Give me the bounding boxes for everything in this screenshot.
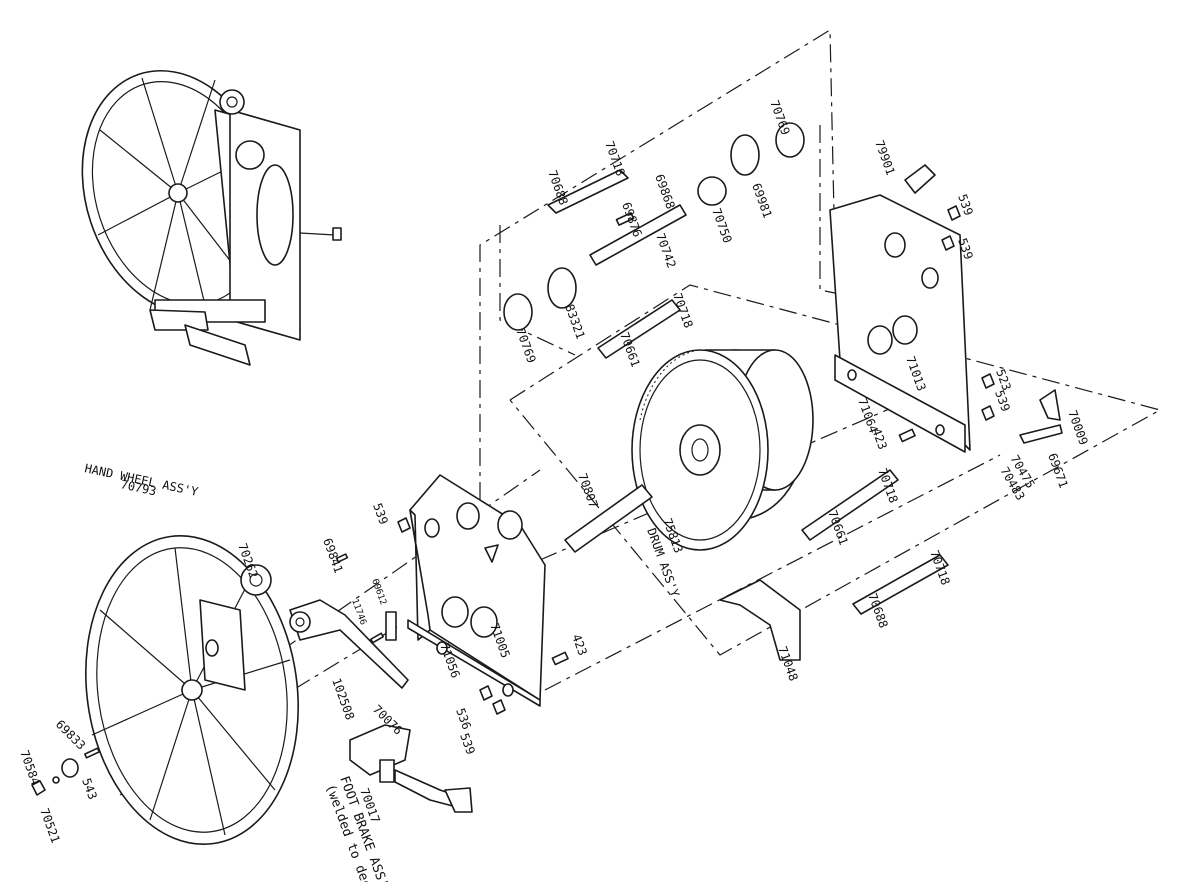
hand-wheel bbox=[85, 535, 299, 845]
right-side-frame bbox=[829, 164, 1063, 453]
label-70718-top: 70718 bbox=[602, 139, 628, 178]
label-70742: 70742 bbox=[653, 231, 679, 270]
label-70584: 70584 bbox=[17, 748, 43, 787]
label-423-right: 423 bbox=[869, 426, 890, 451]
label-423-left: 423 bbox=[569, 632, 590, 657]
label-69671: 69671 bbox=[1045, 451, 1071, 490]
label-70521: 70521 bbox=[37, 806, 63, 845]
label-536: 536 bbox=[453, 706, 474, 731]
label-539-right-top: 539 bbox=[955, 192, 976, 217]
label-70769-left: 70769 bbox=[513, 326, 539, 365]
label-69833: 69833 bbox=[53, 717, 88, 752]
label-70807: 70807 bbox=[575, 471, 601, 510]
drum-assembly bbox=[631, 349, 814, 551]
shafts bbox=[547, 169, 949, 615]
label-69612: 69612 bbox=[369, 578, 388, 607]
label-83321: 83321 bbox=[562, 302, 588, 341]
label-70769-top: 70769 bbox=[767, 98, 793, 137]
label-69981: 69981 bbox=[749, 181, 775, 220]
hand-wheel-hardware bbox=[31, 747, 100, 796]
label-70750: 70750 bbox=[709, 206, 735, 245]
left-side-frame bbox=[397, 474, 569, 715]
bracket-71048 bbox=[719, 579, 801, 661]
foot-brake bbox=[349, 724, 473, 813]
label-70688-top: 70688 bbox=[545, 168, 571, 207]
assembled-winch-view bbox=[81, 69, 342, 366]
upper-gear-train bbox=[503, 122, 805, 331]
label-102508: 102508 bbox=[329, 676, 357, 722]
label-70009: 70009 bbox=[1065, 408, 1091, 447]
label-539-left-top: 539 bbox=[370, 501, 391, 526]
label-539-right-bottom: 539 bbox=[992, 388, 1013, 413]
label-69868: 69868 bbox=[652, 172, 678, 211]
label-539-left-bottom: 539 bbox=[457, 731, 478, 756]
label-79901: 79901 bbox=[872, 138, 898, 177]
label-539-right-mid: 539 bbox=[955, 236, 976, 261]
pinion-and-crank bbox=[240, 553, 409, 689]
label-523: 523 bbox=[993, 367, 1014, 392]
label-543: 543 bbox=[79, 776, 100, 801]
